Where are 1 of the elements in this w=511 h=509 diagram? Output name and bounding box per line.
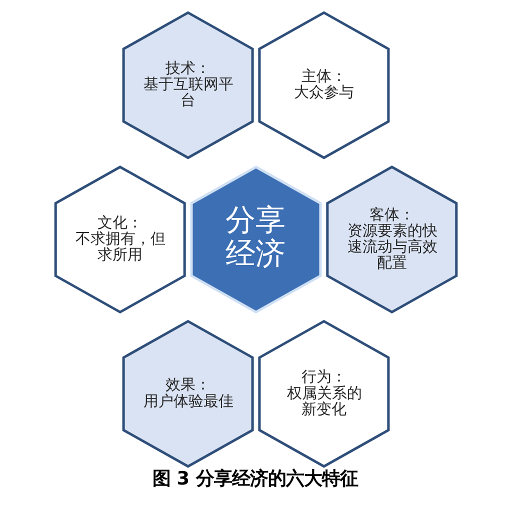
- caption: 图 3 分享经济的六大特征: [152, 468, 358, 490]
